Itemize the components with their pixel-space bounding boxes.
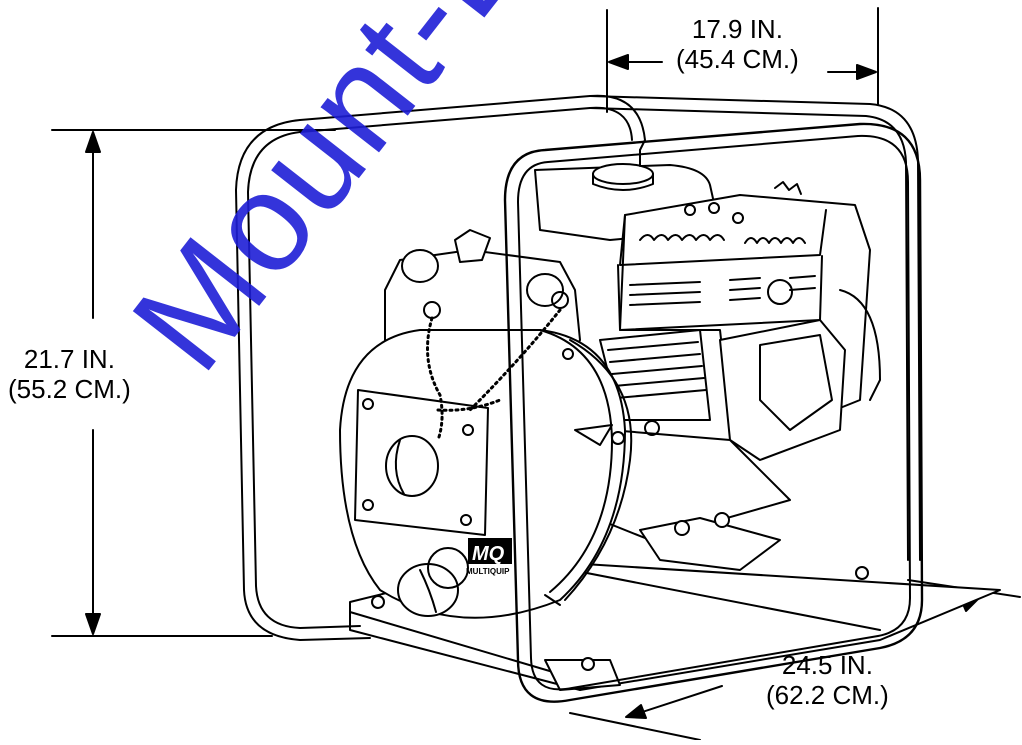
length-imperial: 24.5 IN. <box>781 650 873 680</box>
length-dimension-label: 24.5 IN. (62.2 CM.) <box>766 650 889 710</box>
pump-volute <box>339 229 660 619</box>
height-metric: (55.2 CM.) <box>8 374 131 404</box>
length-metric: (62.2 CM.) <box>766 680 889 710</box>
width-dimension-lines <box>606 7 879 113</box>
width-imperial: 17.9 IN. <box>691 14 783 44</box>
svg-text:MULTIQUIP: MULTIQUIP <box>466 567 510 576</box>
multiquip-logo: MQ MULTIQUIP <box>466 538 512 576</box>
width-metric: (45.4 CM.) <box>676 44 799 74</box>
front-frame <box>503 122 924 703</box>
width-dimension-label: 17.9 IN. (45.4 CM.) <box>676 14 799 74</box>
height-dimension-lines <box>51 129 336 637</box>
svg-text:MQ: MQ <box>472 543 505 565</box>
engine <box>534 149 881 571</box>
height-dimension-label: 21.7 IN. (55.2 CM.) <box>8 344 131 404</box>
height-imperial: 21.7 IN. <box>23 344 115 374</box>
